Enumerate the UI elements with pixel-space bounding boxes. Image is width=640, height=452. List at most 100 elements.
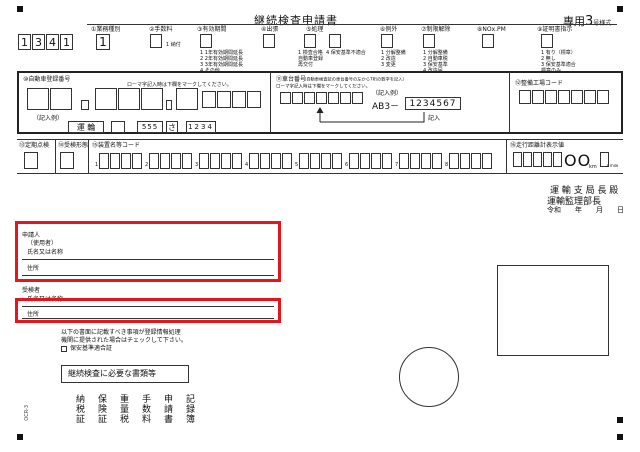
examinee-label: 受検者 — [22, 287, 41, 294]
registration-class-cell[interactable] — [95, 88, 117, 110]
factory-code-cell[interactable] — [597, 90, 609, 104]
registration-example-blank — [111, 121, 125, 133]
notice-checkbox[interactable] — [61, 346, 67, 352]
registration-mark-top-right — [617, 6, 623, 12]
applicant-name-line — [22, 259, 274, 260]
seal-circle — [399, 347, 459, 407]
factory-code-cell[interactable] — [545, 90, 557, 104]
odometer-km: km — [589, 164, 597, 170]
odometer-mile: 2 mile — [606, 164, 619, 169]
registration-mark-mid-right — [617, 417, 623, 423]
validity-label: ③有効期間 — [197, 26, 227, 33]
chassis-example-value: 1234567 — [405, 97, 461, 110]
chassis-cell[interactable] — [328, 92, 339, 104]
registration-number-cell[interactable] — [247, 91, 261, 108]
fee-field[interactable] — [150, 34, 162, 48]
business-type-field[interactable]: 1 — [96, 34, 110, 50]
section-divider-1 — [270, 72, 271, 133]
examinee-highlight[interactable] — [15, 298, 281, 323]
registration-extra-cell[interactable] — [81, 100, 89, 110]
registration-place-cell[interactable] — [50, 88, 72, 110]
stamp-area — [497, 265, 609, 356]
form-type-suffix: 号様式 — [593, 20, 612, 27]
odometer-unit-cell[interactable] — [600, 152, 609, 167]
business-type-label: ①業務種別 — [91, 26, 121, 33]
inspection-form-label: ⑭受検形態 — [58, 142, 89, 149]
process-field-1[interactable] — [304, 34, 316, 48]
chassis-cell[interactable] — [316, 92, 327, 104]
side-code: OCR-3 — [24, 405, 30, 421]
documents-title-box — [61, 365, 189, 383]
periodic-inspection-field[interactable] — [24, 152, 38, 169]
inspection-form-field[interactable] — [60, 152, 74, 169]
registration-kana-cell[interactable] — [176, 88, 198, 110]
factory-code-cell[interactable] — [532, 90, 544, 104]
registration-example-number: 1234 — [186, 121, 216, 133]
validity-field[interactable] — [200, 34, 212, 48]
registration-class-cell[interactable] — [118, 88, 140, 110]
chassis-cell[interactable] — [292, 92, 303, 104]
examinee-name-line — [22, 306, 274, 307]
registration-example-kana: さ — [166, 121, 178, 133]
restriction-field[interactable] — [423, 34, 435, 48]
restriction-label: ⑦制限解除 — [421, 26, 451, 33]
registration-class-cell[interactable] — [141, 88, 163, 110]
factory-code-cell[interactable] — [558, 90, 570, 104]
registration-mark-bottom-left — [17, 434, 23, 440]
registration-hint: ローマ字記入時は下欄をマークしてください。 — [127, 82, 232, 88]
process-field-2[interactable] — [329, 34, 341, 48]
document-item: 申請書 — [162, 394, 172, 424]
chassis-cell[interactable] — [340, 92, 351, 104]
factory-code-cell[interactable] — [584, 90, 596, 104]
odometer-zeros: OO — [564, 151, 592, 170]
examinee-address-label: 住所 — [27, 311, 40, 318]
documents-title: 継続検査に必要な書類等 — [68, 369, 156, 378]
process-options: 1 検査合格 4 保安基準不適合 自動車登録 再交付 — [298, 50, 366, 68]
applicant-highlight[interactable] — [15, 221, 281, 282]
device-code-label: ⑮装置名等コード — [92, 142, 141, 149]
chassis-cell[interactable] — [280, 92, 291, 104]
chassis-entry-arrow — [316, 107, 425, 123]
registration-place-cell[interactable] — [27, 88, 49, 110]
certificate-field[interactable] — [541, 34, 553, 48]
registration-mark-bottom-right — [617, 434, 623, 440]
form-type-number: 3 — [585, 14, 594, 29]
form-code-digit: 4 — [46, 34, 59, 50]
chassis-cell[interactable] — [352, 92, 363, 104]
document-item: 納税証 — [74, 394, 84, 424]
odometer-label: ⑯走行距離計表示値 — [510, 142, 565, 149]
registration-number-cell[interactable] — [202, 91, 216, 108]
nox-pm-field[interactable] — [482, 34, 494, 48]
row3-bottom-line — [17, 173, 623, 174]
registration-label: ⑩自動車登録番号 — [23, 76, 71, 83]
exception-field[interactable] — [381, 34, 393, 48]
trip-label: ④出張 — [261, 26, 279, 33]
registration-number-cells — [202, 91, 262, 108]
registration-number-cell[interactable] — [217, 91, 231, 108]
odometer-cell[interactable] — [553, 152, 562, 167]
chassis-note: （自動車検査証の車台番号の左から7桁の数字を記入） — [302, 77, 407, 83]
row3-top-line — [17, 139, 623, 140]
exception-options: 1 分解整備 2 改造 3 変更 — [381, 50, 406, 68]
document-item: 記録簿 — [184, 394, 194, 424]
application-date: 令和 年 月 日 — [547, 206, 624, 214]
registration-example-label: （記入例） — [33, 115, 64, 122]
factory-code-cell[interactable] — [571, 90, 583, 104]
document-item: 保険証 — [96, 394, 106, 424]
form-code-digit: 1 — [60, 34, 73, 50]
chassis-cells — [280, 92, 364, 104]
nox-pm-label: ⑧NOx.PM — [477, 26, 506, 33]
documents-columns: 納税証 保険証 重量税 手数料 申請書 記録簿 — [73, 394, 196, 424]
factory-code-cell[interactable] — [519, 90, 531, 104]
odometer-cell[interactable] — [523, 152, 532, 167]
odometer-cell[interactable] — [513, 152, 522, 167]
chassis-cell[interactable] — [304, 92, 315, 104]
registration-kana-mark[interactable] — [166, 100, 172, 110]
odometer-cell[interactable] — [533, 152, 542, 167]
registration-number-cell[interactable] — [232, 91, 246, 108]
trip-field[interactable] — [263, 34, 275, 48]
form-code-digit: 1 — [18, 34, 31, 50]
registration-class-cells — [95, 88, 164, 110]
odometer-cell[interactable] — [543, 152, 552, 167]
chassis-example-prefix: AB3－ — [372, 102, 400, 112]
